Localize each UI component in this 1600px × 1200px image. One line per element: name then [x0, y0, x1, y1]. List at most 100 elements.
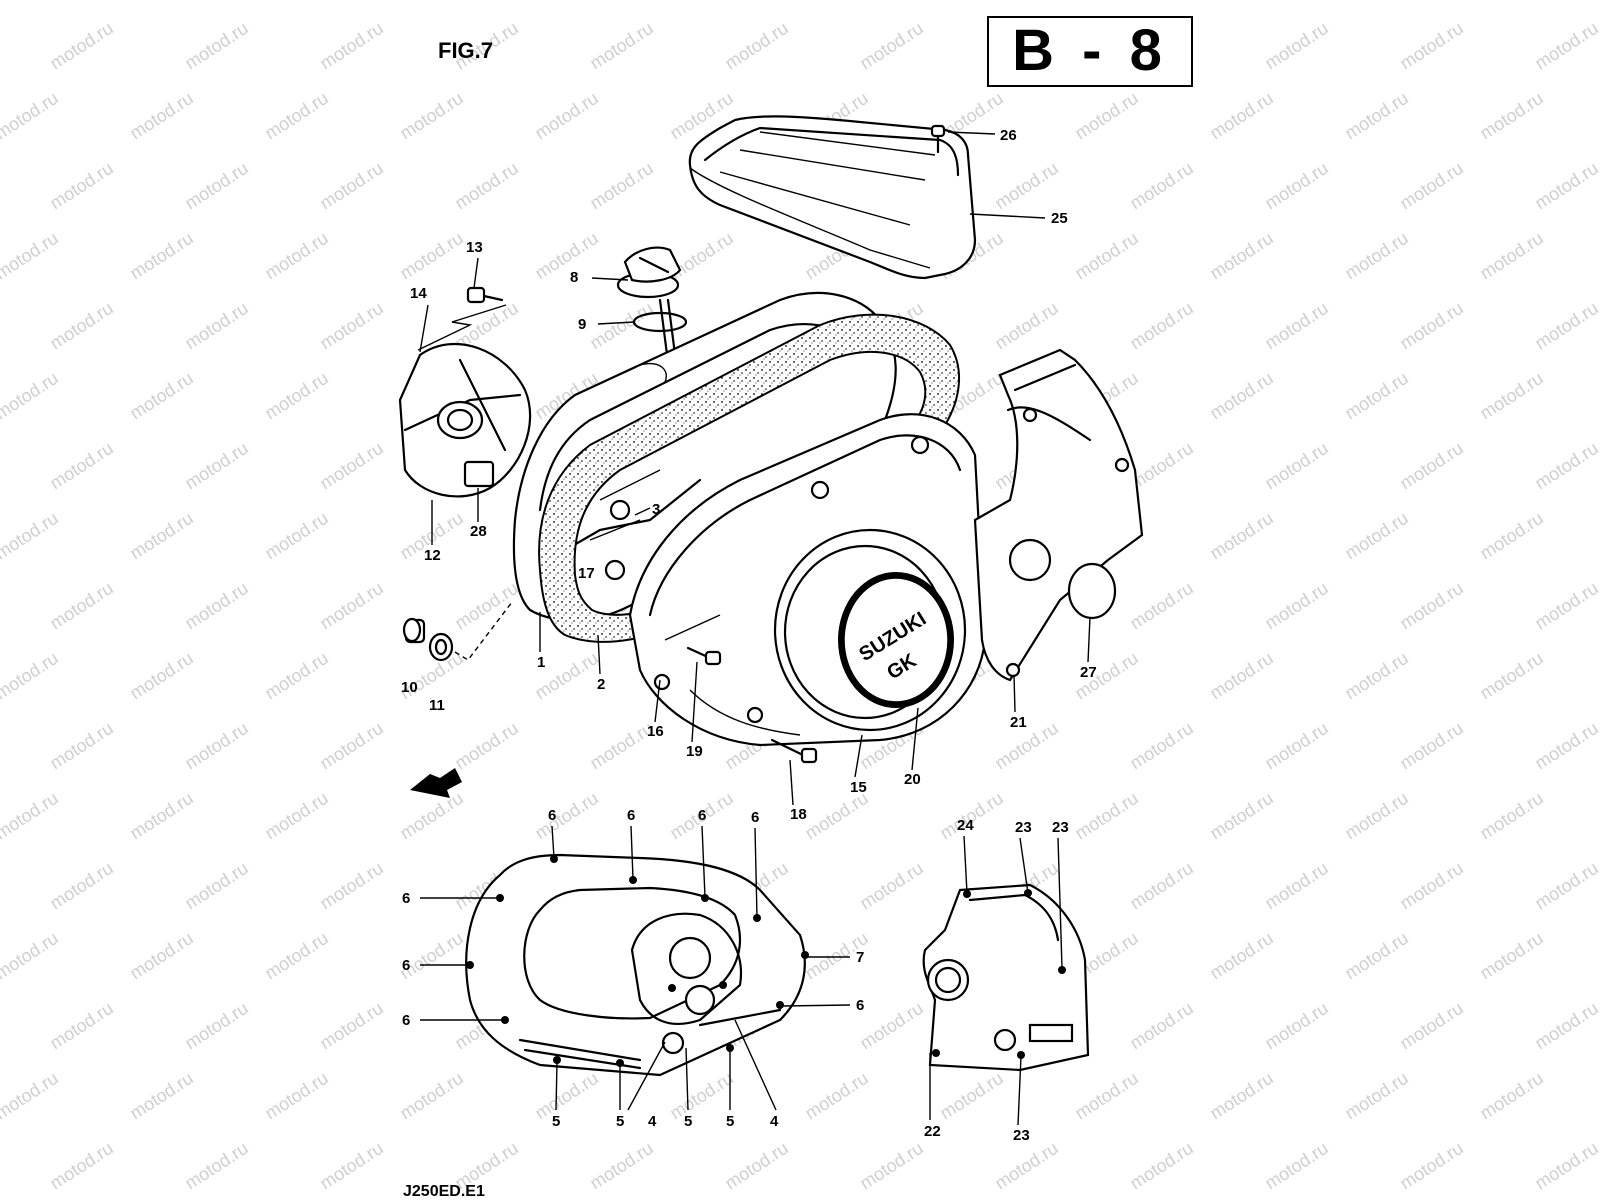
watermark-text: motod.ru: [316, 158, 386, 213]
watermark-text: motod.ru: [1531, 1138, 1600, 1193]
leader-line: [555, 1061, 558, 1111]
watermark-text: motod.ru: [126, 228, 196, 283]
watermark-text: motod.ru: [531, 228, 601, 283]
watermark-text: motod.ru: [261, 368, 331, 423]
part-plug-10-drawing: [402, 617, 426, 644]
watermark-text: motod.ru: [1476, 648, 1546, 703]
part-bolt-18-drawing: [770, 738, 818, 764]
leader-line: [419, 304, 429, 353]
watermark-text: motod.ru: [1206, 508, 1276, 563]
watermark-text: motod.ru: [1531, 998, 1600, 1053]
watermark-text: motod.ru: [1396, 298, 1466, 353]
leader-line: [963, 835, 968, 894]
part-label-1: 1: [537, 654, 545, 671]
watermark-text: motod.ru: [1071, 228, 1141, 283]
watermark-text: motod.ru: [396, 88, 466, 143]
watermark-text: motod.ru: [1071, 88, 1141, 143]
watermark-text: motod.ru: [1126, 298, 1196, 353]
watermark-text: motod.ru: [126, 0, 196, 3]
part-label-8: 8: [570, 269, 578, 286]
leader-line: [627, 1041, 666, 1111]
watermark-text: motod.ru: [126, 928, 196, 983]
watermark-text: motod.ru: [1476, 1068, 1546, 1123]
watermark-text: motod.ru: [1531, 18, 1600, 73]
part-label-23a: 23: [1015, 819, 1032, 836]
leader-lines: [419, 131, 1091, 1126]
part-cap-27-drawing: [1067, 562, 1117, 620]
section-code-box: [987, 16, 1193, 87]
part-label-10: 10: [401, 679, 418, 696]
leader-line: [789, 759, 794, 806]
part-label-9: 9: [578, 316, 586, 333]
watermark-text: motod.ru: [126, 508, 196, 563]
part-bolt-19-drawing: [686, 646, 722, 666]
watermark-text: motod.ru: [936, 788, 1006, 843]
watermark-text: motod.ru: [1126, 578, 1196, 633]
watermark-text: motod.ru: [801, 1068, 871, 1123]
watermark-text: motod.ru: [0, 928, 62, 983]
watermark-text: motod.ru: [531, 788, 601, 843]
watermark-text: motod.ru: [801, 788, 871, 843]
watermark-text: motod.ru: [936, 1068, 1006, 1123]
part-label-6e: 6: [402, 890, 410, 907]
watermark-text: motod.ru: [181, 438, 251, 493]
watermark-text: motod.ru: [1396, 578, 1466, 633]
watermark-text: motod.ru: [1261, 718, 1331, 773]
watermark-text: motod.ru: [1396, 998, 1466, 1053]
watermark-text: motod.ru: [1206, 1068, 1276, 1123]
watermark-text: motod.ru: [181, 858, 251, 913]
watermark-text: motod.ru: [1206, 0, 1276, 3]
watermark-text: motod.ru: [1396, 158, 1466, 213]
part-label-4b: 4: [770, 1113, 779, 1130]
part-emblem-drawing: SUZUKI GK: [838, 572, 954, 708]
watermark-text: motod.ru: [126, 88, 196, 143]
part-label-20: 20: [904, 771, 921, 788]
watermark-text: motod.ru: [856, 18, 926, 73]
leader-line: [1057, 837, 1063, 969]
watermark-text: motod.ru: [396, 788, 466, 843]
watermark-text: motod.ru: [1261, 998, 1331, 1053]
watermark-text: motod.ru: [721, 18, 791, 73]
leader-line: [911, 707, 919, 771]
watermark-text: motod.ru: [1341, 88, 1411, 143]
leader-line: [854, 734, 863, 778]
watermark-text: motod.ru: [316, 578, 386, 633]
watermark-text: motod.ru: [1476, 928, 1546, 983]
watermark-text: motod.ru: [181, 578, 251, 633]
leader-line: [1013, 674, 1016, 713]
watermark-text: motod.ru: [396, 1068, 466, 1123]
watermark-text: motod.ru: [1261, 578, 1331, 633]
watermark-text: motod.ru: [1341, 508, 1411, 563]
watermark-text: motod.ru: [1531, 578, 1600, 633]
leader-line: [551, 825, 555, 859]
part-label-6g: 6: [402, 1012, 410, 1029]
watermark-text: motod.ru: [181, 1138, 251, 1193]
part-label-17: 17: [578, 565, 595, 582]
watermark-text: motod.ru: [586, 18, 656, 73]
watermark-text: motod.ru: [261, 508, 331, 563]
watermark-text: motod.ru: [1341, 1068, 1411, 1123]
watermark-text: motod.ru: [1396, 858, 1466, 913]
watermark-text: motod.ru: [261, 788, 331, 843]
leader-line: [634, 507, 651, 516]
leader-line: [1017, 1055, 1022, 1126]
watermark-text: motod.ru: [396, 0, 466, 3]
part-label-23c: 23: [1013, 1127, 1030, 1144]
part-label-21: 21: [1010, 714, 1027, 731]
watermark-text: motod.ru: [0, 88, 62, 143]
watermark-text: motod.ru: [1261, 1138, 1331, 1193]
leader-line: [654, 679, 661, 723]
watermark-text: motod.ru: [1126, 1138, 1196, 1193]
watermark-text: motod.ru: [181, 18, 251, 73]
part-label-22: 22: [924, 1123, 941, 1140]
watermark-text: motod.ru: [1531, 718, 1600, 773]
part-bolt-13-drawing: [466, 286, 504, 304]
watermark-text: motod.ru: [1396, 438, 1466, 493]
watermark-text: motod.ru: [316, 718, 386, 773]
watermark-text: motod.ru: [1126, 858, 1196, 913]
part-label-13: 13: [466, 239, 483, 256]
watermark-text: motod.ru: [0, 508, 62, 563]
watermark-text: motod.ru: [1396, 18, 1466, 73]
watermark-text: motod.ru: [856, 858, 926, 913]
watermark-text: motod.ru: [1206, 228, 1276, 283]
